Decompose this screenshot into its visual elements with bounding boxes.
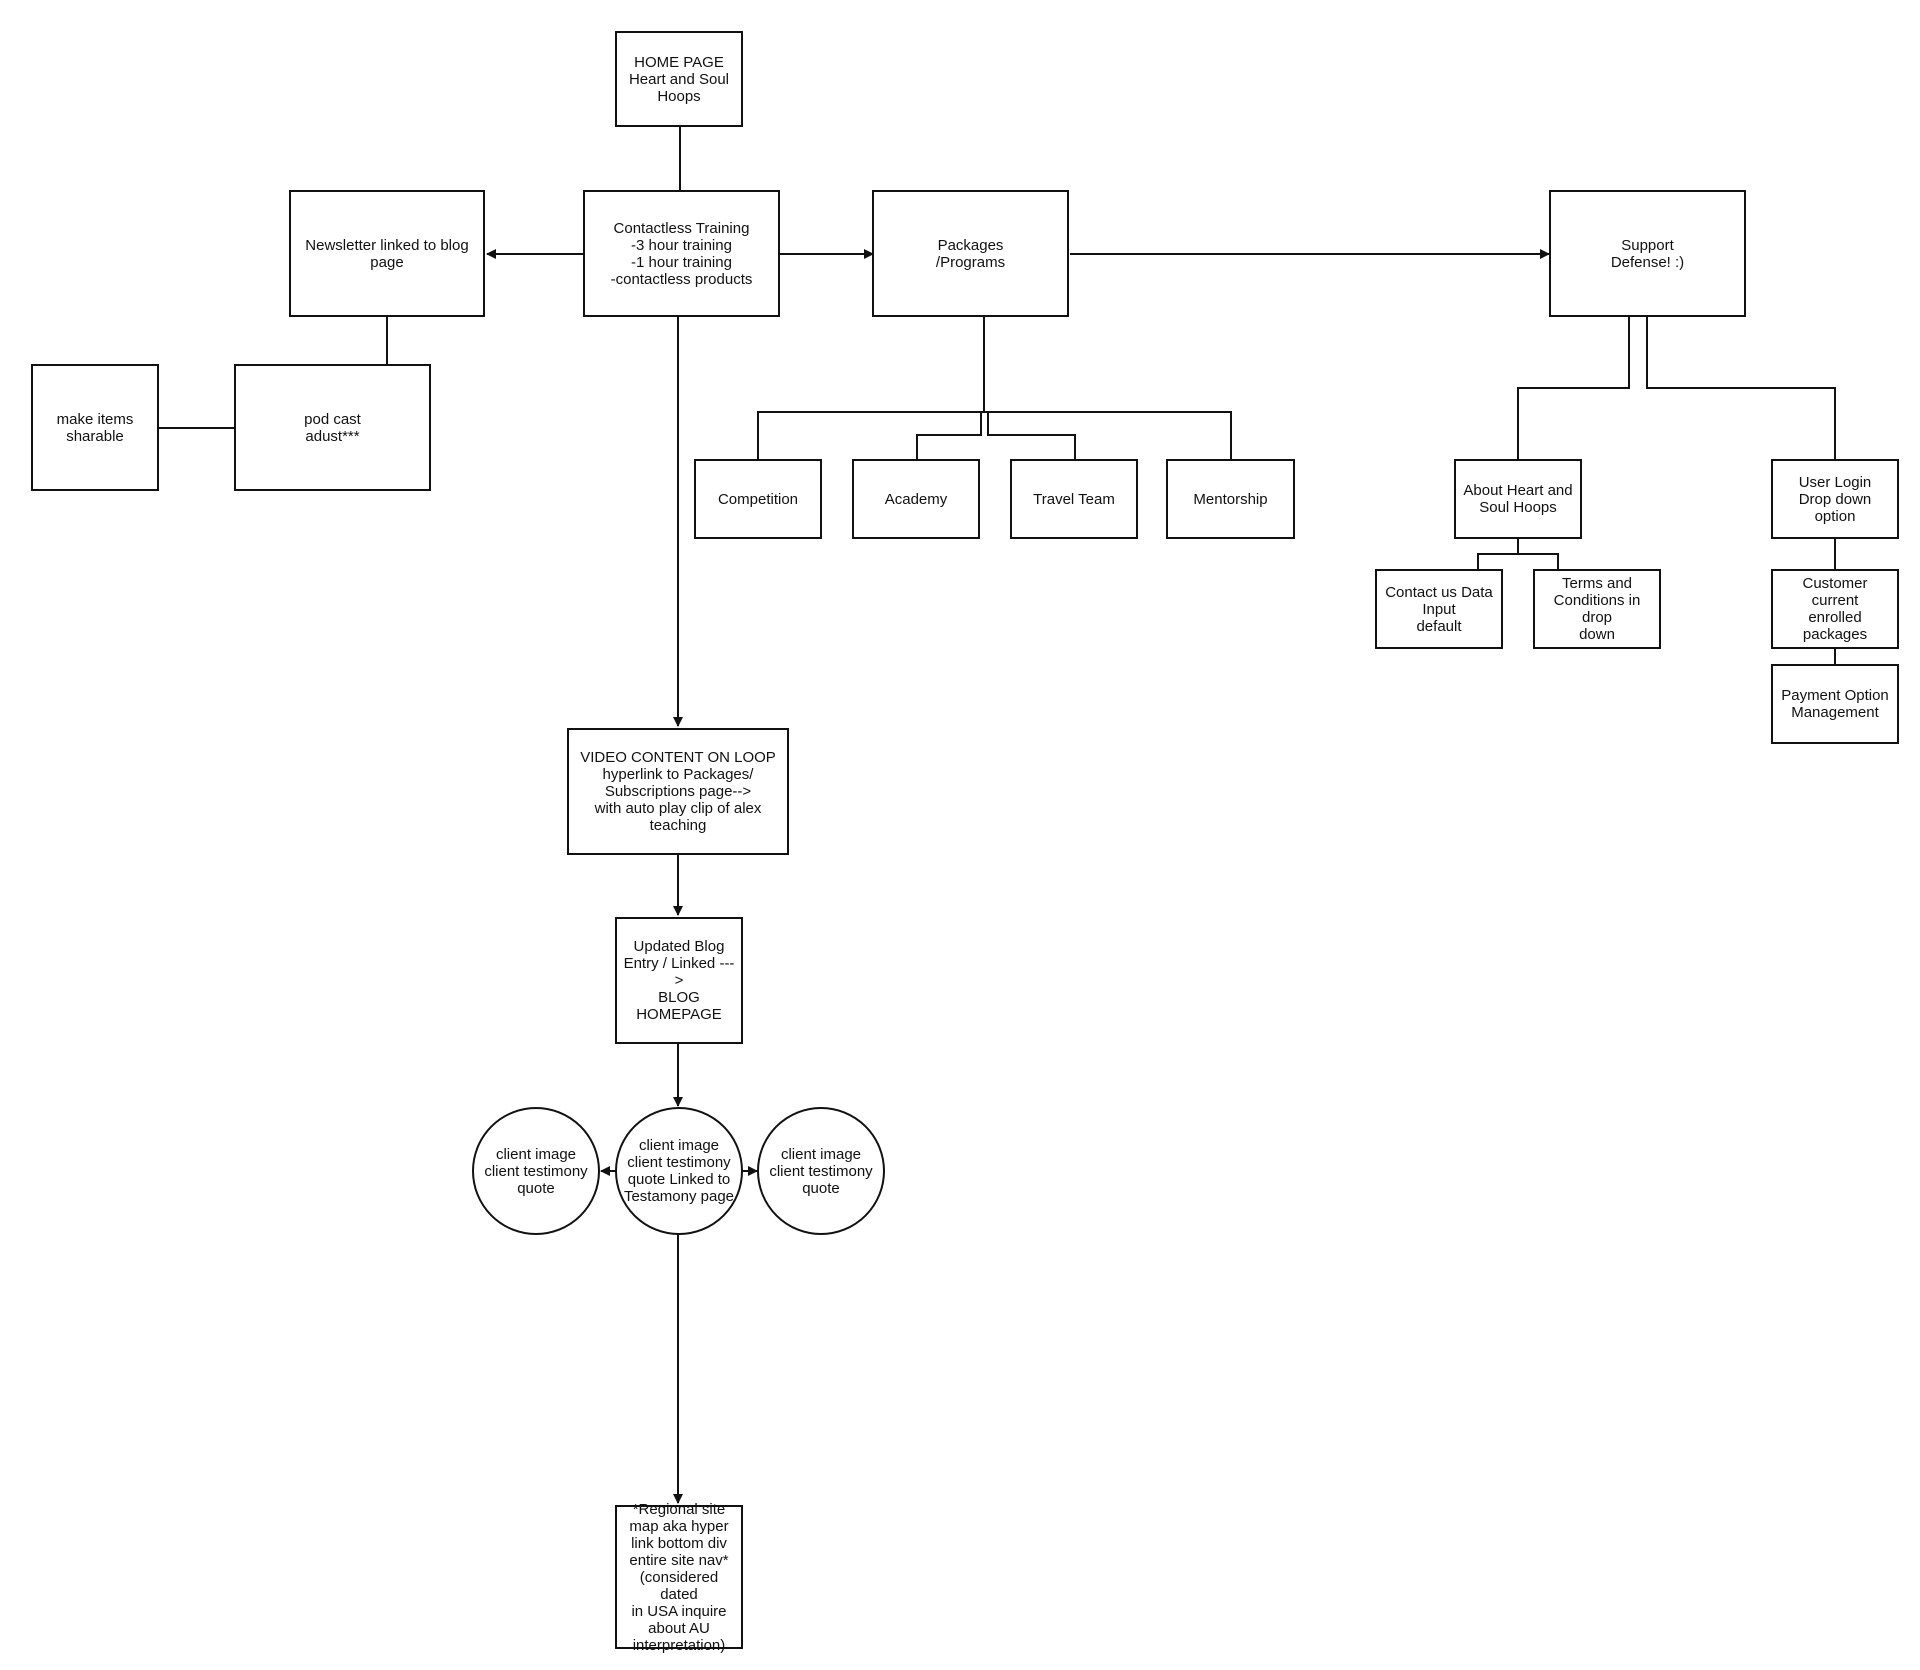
node-user-login: User Login Drop down option — [1771, 459, 1899, 539]
node-about: About Heart and Soul Hoops — [1454, 459, 1582, 539]
node-customer-packages: Customer current enrolled packages — [1771, 569, 1899, 649]
node-video-content: VIDEO CONTENT ON LOOP hyperlink to Packa… — [567, 728, 789, 855]
node-newsletter-label: Newsletter linked to blog page — [305, 236, 469, 271]
node-customer-packages-label: Customer current enrolled packages — [1802, 575, 1868, 643]
node-home-page-label: HOME PAGE Heart and Soul Hoops — [628, 53, 730, 105]
node-contact-us-label: Contact us Data Input default — [1385, 583, 1493, 635]
node-podcast-label: pod cast adust*** — [304, 410, 361, 445]
node-client-testimony-center: client image client testimony quote Link… — [615, 1107, 743, 1235]
node-packages-programs-label: Packages /Programs — [935, 236, 1006, 271]
node-regional-sitemap: *Regional site map aka hyper link bottom… — [615, 1501, 743, 1654]
node-mentorship-label: Mentorship — [1193, 490, 1268, 508]
node-competition: Competition — [694, 459, 822, 539]
connector-packages-competition — [757, 317, 985, 459]
node-terms-conditions-label: Terms and Conditions in drop down — [1553, 575, 1641, 643]
node-contactless-training-label: Contactless Training -3 hour training -1… — [610, 219, 753, 288]
connector-about-terms — [1518, 553, 1559, 569]
node-packages-programs: Packages /Programs — [872, 190, 1069, 317]
node-client-testimony-center-label: client image client testimony quote Link… — [623, 1137, 735, 1205]
node-payment-option-label: Payment Option Management — [1781, 687, 1889, 721]
node-payment-option: Payment Option Management — [1771, 664, 1899, 744]
node-regional-sitemap-label: *Regional site map aka hyper link bottom… — [629, 1500, 729, 1654]
node-make-items-sharable: make items sharable — [31, 364, 159, 491]
node-academy: Academy — [852, 459, 980, 539]
connector-support-about — [1517, 317, 1630, 459]
node-mentorship: Mentorship — [1166, 459, 1295, 539]
node-updated-blog-label: Updated Blog Entry / Linked --- > BLOG H… — [623, 938, 735, 1023]
node-competition-label: Competition — [717, 490, 799, 508]
node-client-testimony-left-label: client image client testimony quote — [484, 1145, 588, 1197]
node-support: Support Defense! :) — [1549, 190, 1746, 317]
connector-support-login — [1646, 317, 1836, 459]
node-support-label: Support Defense! :) — [1610, 236, 1685, 271]
node-contactless-training: Contactless Training -3 hour training -1… — [583, 190, 780, 317]
node-travel-team-label: Travel Team — [1033, 490, 1115, 508]
node-terms-conditions: Terms and Conditions in drop down — [1533, 569, 1661, 649]
node-about-label: About Heart and Soul Hoops — [1463, 482, 1573, 516]
node-updated-blog: Updated Blog Entry / Linked --- > BLOG H… — [615, 917, 743, 1044]
connector-about-contact — [1477, 538, 1519, 569]
node-home-page: HOME PAGE Heart and Soul Hoops — [615, 31, 743, 127]
node-academy-label: Academy — [884, 490, 948, 508]
node-user-login-label: User Login Drop down option — [1798, 473, 1872, 525]
connector-packages-travel — [987, 412, 1076, 459]
node-contact-us: Contact us Data Input default — [1375, 569, 1503, 649]
node-travel-team: Travel Team — [1010, 459, 1138, 539]
node-make-items-sharable-label: make items sharable — [56, 410, 134, 445]
connector-packages-academy — [916, 412, 982, 459]
node-client-testimony-right-label: client image client testimony quote — [769, 1145, 873, 1197]
connector-packages-mentorship — [984, 411, 1232, 459]
node-client-testimony-right: client image client testimony quote — [757, 1107, 885, 1235]
node-newsletter: Newsletter linked to blog page — [289, 190, 485, 317]
node-video-content-label: VIDEO CONTENT ON LOOP hyperlink to Packa… — [580, 749, 776, 834]
node-client-testimony-left: client image client testimony quote — [472, 1107, 600, 1235]
node-podcast: pod cast adust*** — [234, 364, 431, 491]
